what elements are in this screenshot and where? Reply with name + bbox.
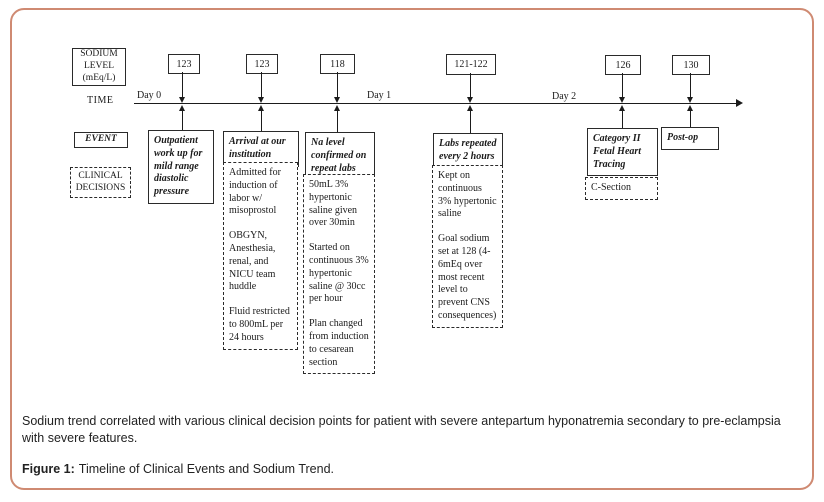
up-arrow-icon xyxy=(467,105,473,111)
decision-box-admission: Admitted for induction of labor w/ misop… xyxy=(223,162,298,350)
figure-caption: Sodium trend correlated with various cli… xyxy=(22,413,794,478)
decision-text: Fluid restricted to 800mL per 24 hours xyxy=(229,306,290,343)
down-arrow-icon xyxy=(179,97,185,103)
timeline-axis xyxy=(134,103,736,104)
decision-text: Started on continuous 3% hypertonic sali… xyxy=(309,242,369,305)
event-box-fetal-heart-tracing: Category II Fetal Heart Tracing xyxy=(587,128,658,177)
decision-text: Goal sodium set at 128 (4-6mEq over most… xyxy=(438,233,497,321)
down-arrow-icon xyxy=(619,97,625,103)
event-box-outpatient-workup: Outpatient work up for mild range diasto… xyxy=(148,130,214,204)
sodium-value-box: 123 xyxy=(168,54,200,74)
clinical-decisions-label: CLINICAL DECISIONS xyxy=(70,167,131,198)
sodium-level-label: SODIUM LEVEL (mEq/L) xyxy=(72,48,126,86)
connector-line xyxy=(622,111,623,128)
connector-line xyxy=(261,72,262,97)
day-2-label: Day 2 xyxy=(552,91,577,102)
connector-line xyxy=(690,73,691,97)
sodium-value-box: 121-122 xyxy=(446,54,496,75)
time-label: TIME xyxy=(87,95,114,106)
day-0-label: Day 0 xyxy=(137,90,162,101)
up-arrow-icon xyxy=(619,105,625,111)
day-1-label: Day 1 xyxy=(367,90,392,101)
decision-text: 50mL 3% hypertonic saline given over 30m… xyxy=(309,179,358,229)
figure-frame xyxy=(10,8,814,490)
caption-body: Sodium trend correlated with various cli… xyxy=(22,414,781,445)
connector-line xyxy=(182,111,183,130)
decision-text: Plan changed from induction to cesarean … xyxy=(309,318,369,368)
up-arrow-icon xyxy=(179,105,185,111)
down-arrow-icon xyxy=(258,97,264,103)
down-arrow-icon xyxy=(334,97,340,103)
connector-line xyxy=(261,111,262,131)
connector-line xyxy=(470,111,471,133)
timeline-axis-arrow-icon xyxy=(736,99,743,107)
decision-box-goal-sodium: Kept on continuous 3% hypertonic saline … xyxy=(432,165,503,328)
decision-text: Kept on continuous 3% hypertonic saline xyxy=(438,170,497,220)
sodium-value-box: 118 xyxy=(320,54,355,74)
connector-line xyxy=(690,111,691,127)
figure-title: Timeline of Clinical Events and Sodium T… xyxy=(78,461,335,476)
up-arrow-icon xyxy=(687,105,693,111)
decision-box-c-section: C-Section xyxy=(585,177,658,200)
up-arrow-icon xyxy=(334,105,340,111)
up-arrow-icon xyxy=(258,105,264,111)
figure-number-label: Figure 1: xyxy=(22,461,75,476)
sodium-value-box: 130 xyxy=(672,55,710,75)
sodium-value-box: 126 xyxy=(605,55,641,75)
connector-line xyxy=(470,73,471,97)
decision-text: Admitted for induction of labor w/ misop… xyxy=(229,167,281,217)
connector-line xyxy=(182,72,183,97)
connector-line xyxy=(337,72,338,97)
sodium-value-box: 123 xyxy=(246,54,278,74)
event-box-na-level-confirmed: Na level confirmed on repeat labs xyxy=(305,132,375,181)
down-arrow-icon xyxy=(467,97,473,103)
decision-box-hypertonic-saline: 50mL 3% hypertonic saline given over 30m… xyxy=(303,174,375,375)
event-label: EVENT xyxy=(74,132,128,148)
caption-figure-line: Figure 1:Timeline of Clinical Events and… xyxy=(22,461,794,478)
event-box-labs-repeated: Labs repeated every 2 hours xyxy=(433,133,503,169)
connector-line xyxy=(622,73,623,97)
decision-text: OBGYN, Anesthesia, renal, and NICU team … xyxy=(229,230,276,293)
decision-text: C-Section xyxy=(591,182,631,193)
event-box-post-op: Post-op xyxy=(661,127,719,150)
connector-line xyxy=(337,111,338,132)
down-arrow-icon xyxy=(687,97,693,103)
